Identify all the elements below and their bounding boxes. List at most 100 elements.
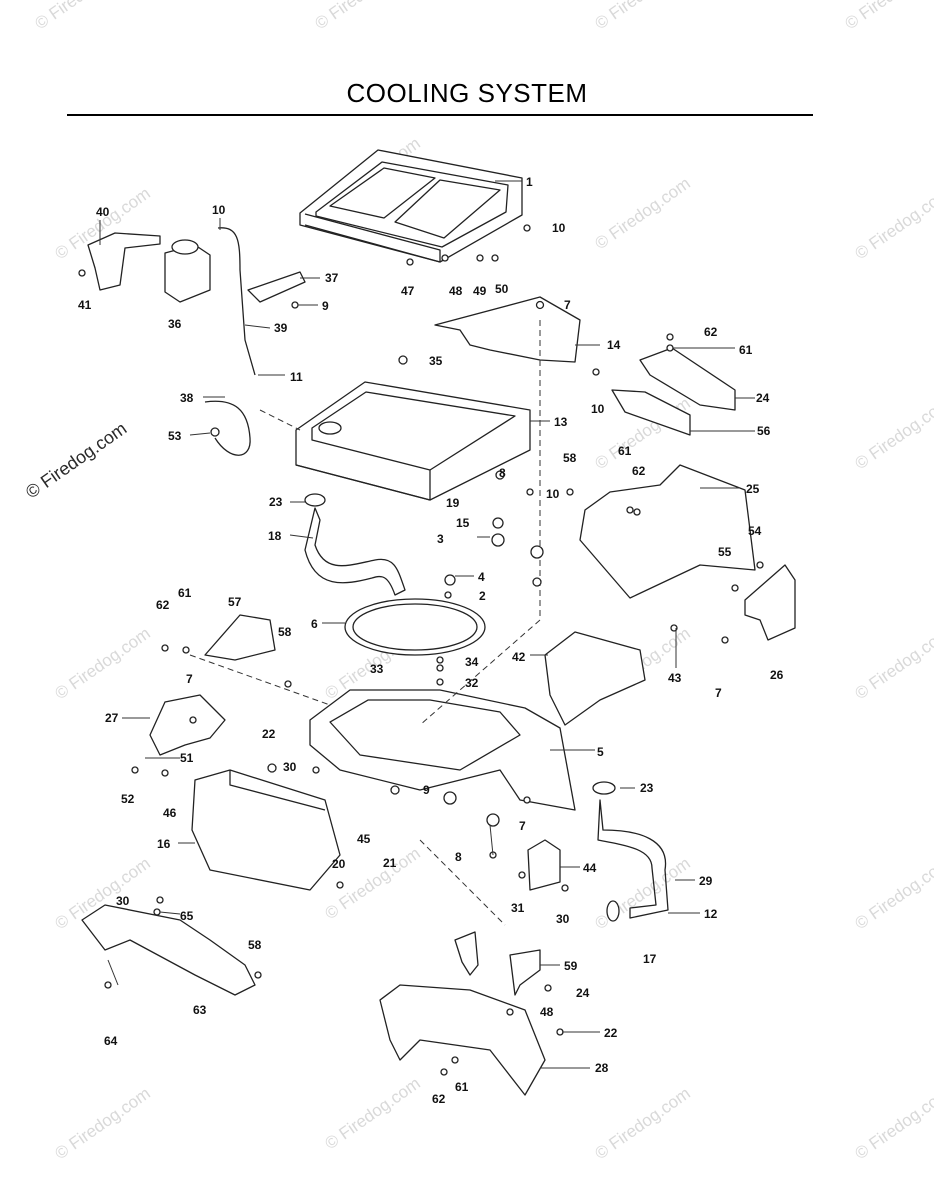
callout-1: 1 <box>526 175 533 189</box>
callout-47: 47 <box>401 284 415 298</box>
callout-48: 48 <box>540 1005 554 1019</box>
callout-56: 56 <box>757 424 771 438</box>
watermark: © Firedog.com <box>591 174 693 254</box>
callout-26: 26 <box>770 668 784 682</box>
title-rule <box>67 114 813 116</box>
callout-54: 54 <box>748 524 762 538</box>
callout-59: 59 <box>564 959 578 973</box>
callout-51: 51 <box>180 751 194 765</box>
watermark: © Firedog.com <box>321 1074 423 1154</box>
callout-35: 35 <box>429 354 443 368</box>
callout-58: 58 <box>248 938 262 952</box>
part-bracket-14 <box>434 296 581 363</box>
callout-39: 39 <box>274 321 288 335</box>
callout-53: 53 <box>168 429 182 443</box>
callout-61: 61 <box>178 586 192 600</box>
callout-40: 40 <box>96 205 110 219</box>
part-overflow-hose <box>217 227 256 376</box>
callout-17: 17 <box>643 952 657 966</box>
callout-30: 30 <box>283 760 297 774</box>
watermark: © Firedog.com <box>851 854 934 934</box>
part-shield-56 <box>611 389 691 436</box>
callout-8: 8 <box>499 466 506 480</box>
watermark: © Firedog.com <box>51 1084 153 1164</box>
part-bracket-37 <box>247 271 306 303</box>
callout-65: 65 <box>180 909 194 923</box>
callout-7: 7 <box>519 819 526 833</box>
callout-50: 50 <box>495 282 509 296</box>
callout-22: 22 <box>604 1026 618 1040</box>
part-top-cover <box>299 149 523 263</box>
watermark: © Firedog.com <box>51 624 153 704</box>
callout-34: 34 <box>465 655 479 669</box>
callout-10: 10 <box>212 203 226 217</box>
hardware <box>78 224 764 1076</box>
watermark: © Firedog.com <box>851 624 934 704</box>
callout-62: 62 <box>432 1092 446 1106</box>
callout-20: 20 <box>332 857 346 871</box>
callout-37: 37 <box>325 271 339 285</box>
callout-9: 9 <box>322 299 329 313</box>
part-frame <box>309 689 576 811</box>
callout-23: 23 <box>269 495 283 509</box>
part-guard-26 <box>744 564 796 641</box>
callout-27: 27 <box>105 711 119 725</box>
callout-13: 13 <box>554 415 568 429</box>
part-reservoir <box>164 239 211 303</box>
callout-49: 49 <box>473 284 487 298</box>
callout-3: 3 <box>437 532 444 546</box>
callout-5: 5 <box>597 745 604 759</box>
callout-24: 24 <box>576 986 590 1000</box>
watermark: © Firedog.com <box>851 1084 934 1164</box>
callout-55: 55 <box>718 545 732 559</box>
callout-30: 30 <box>116 894 130 908</box>
callout-38: 38 <box>180 391 194 405</box>
watermark: © Firedog.com <box>591 0 693 33</box>
callout-62: 62 <box>156 598 170 612</box>
watermark: © Firedog.com <box>311 0 413 33</box>
watermark: © Firedog.com <box>591 1084 693 1164</box>
callout-2: 2 <box>479 589 486 603</box>
callout-57: 57 <box>228 595 242 609</box>
callout-62: 62 <box>632 464 646 478</box>
callout-58: 58 <box>278 625 292 639</box>
callout-64: 64 <box>104 1034 118 1048</box>
part-fan-ring <box>344 598 486 656</box>
watermark: © Firedog.com <box>591 854 693 934</box>
callout-23: 23 <box>640 781 654 795</box>
callout-6: 6 <box>311 617 318 631</box>
watermark: © Firedog.com <box>31 0 133 33</box>
callout-10: 10 <box>552 221 566 235</box>
callout-41: 41 <box>78 298 92 312</box>
watermark: © Firedog.com <box>851 394 934 474</box>
callout-9: 9 <box>423 783 430 797</box>
callout-7: 7 <box>715 686 722 700</box>
part-hose-18 <box>304 507 406 596</box>
callout-58: 58 <box>563 451 577 465</box>
part-bracket-59 <box>454 931 479 976</box>
page-title: COOLING SYSTEM <box>346 78 588 108</box>
part-shroud-42 <box>544 631 646 726</box>
callout-42: 42 <box>512 650 526 664</box>
callout-18: 18 <box>268 529 282 543</box>
watermark: © Firedog.com <box>851 184 934 264</box>
callout-62: 62 <box>704 325 718 339</box>
callout-43: 43 <box>668 671 682 685</box>
callout-10: 10 <box>591 402 605 416</box>
callout-33: 33 <box>370 662 384 676</box>
callout-28: 28 <box>595 1061 609 1075</box>
callout-61: 61 <box>618 444 632 458</box>
callout-14: 14 <box>607 338 621 352</box>
callout-4: 4 <box>478 570 485 584</box>
callout-32: 32 <box>465 676 479 690</box>
callout-15: 15 <box>456 516 470 530</box>
callout-36: 36 <box>168 317 182 331</box>
callout-30: 30 <box>556 912 570 926</box>
part-hose-29 <box>597 799 669 919</box>
callout-63: 63 <box>193 1003 207 1017</box>
part-radiator <box>295 381 531 501</box>
callout-31: 31 <box>511 901 525 915</box>
callout-8: 8 <box>455 850 462 864</box>
